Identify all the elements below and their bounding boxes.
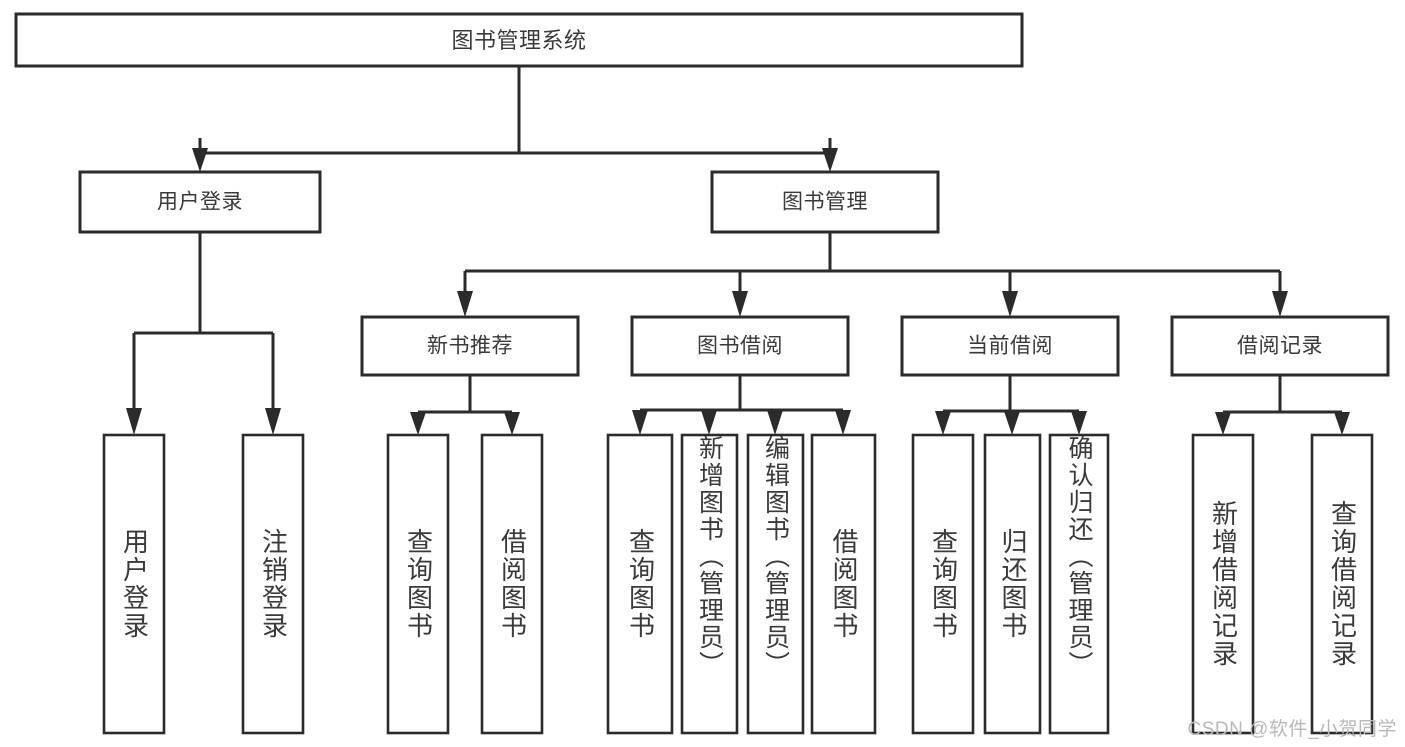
leaf-box-borrow-book-newbook[interactable]	[480, 433, 544, 735]
arrow-head-login-child-2	[265, 408, 281, 435]
arrow-head-login-child-1	[126, 408, 142, 435]
leaf-box-add-borrow-record[interactable]	[1191, 433, 1255, 735]
node-book-management[interactable]: 图书管理	[710, 170, 940, 234]
leaf-box-borrow-book[interactable]	[810, 433, 877, 735]
node-new-book-recommend[interactable]: 新书推荐	[360, 315, 580, 377]
leaf-box-return-book[interactable]	[983, 433, 1042, 735]
arrow-head-to-user-login	[192, 148, 208, 172]
leaf-box-edit-book-admin[interactable]	[746, 433, 805, 735]
node-borrow-record[interactable]: 借阅记录	[1170, 315, 1390, 377]
arrow-head-newbook-child-1	[410, 412, 426, 435]
arrow-head-borrow-child-4	[835, 410, 851, 435]
leaf-box-add-book-admin[interactable]	[680, 433, 739, 735]
arrow-head-borrow-child-2	[701, 410, 717, 435]
node-user-login-box	[78, 170, 322, 234]
node-book-borrow-label: 图书借阅	[697, 335, 783, 358]
arrow-head-to-current-borrow	[1002, 291, 1018, 317]
node-user-login-label: 用户登录	[157, 191, 243, 214]
node-new-book-recommend-box	[360, 315, 580, 377]
node-user-login[interactable]: 用户登录	[78, 170, 322, 234]
arrow-head-borrow-child-1	[632, 410, 648, 435]
node-book-borrow[interactable]: 图书借阅	[630, 315, 850, 377]
node-root-system[interactable]: 图书管理系统	[14, 12, 1024, 68]
node-borrow-record-box	[1170, 315, 1390, 377]
leaf-box-user-login[interactable]	[102, 433, 166, 735]
arrow-head-newbook-child-2	[504, 412, 520, 435]
node-borrow-record-label: 借阅记录	[1237, 335, 1323, 358]
csdn-watermark: CSDN @软件_小贺同学	[1187, 719, 1397, 740]
node-book-management-label: 图书管理	[782, 191, 868, 214]
node-current-borrow-box	[900, 315, 1120, 377]
arrow-head-to-new-book	[457, 291, 473, 317]
arrow-head-current-child-1	[935, 411, 951, 435]
arrow-head-current-child-2	[1004, 411, 1020, 435]
arrow-head-to-book-management	[822, 148, 838, 172]
node-current-borrow-label: 当前借阅	[967, 335, 1053, 358]
node-root-box	[14, 12, 1024, 68]
node-book-borrow-box	[630, 315, 850, 377]
arrow-head-to-book-borrow	[732, 291, 748, 317]
node-new-book-recommend-label: 新书推荐	[427, 335, 513, 358]
node-root-label: 图书管理系统	[451, 28, 586, 53]
arrow-head-to-borrow-record	[1272, 291, 1288, 317]
arrow-head-current-child-3	[1071, 411, 1087, 435]
node-current-borrow[interactable]: 当前借阅	[900, 315, 1120, 377]
connector-layer	[126, 66, 1350, 435]
arrow-head-record-child-2	[1334, 412, 1350, 435]
leaf-box-query-book-newbook[interactable]	[386, 433, 450, 735]
leaf-box-logout[interactable]	[241, 433, 305, 735]
arrow-head-borrow-child-3	[767, 410, 783, 435]
leaf-box-layer	[102, 433, 1374, 735]
arrow-head-record-child-1	[1215, 412, 1231, 435]
leaf-box-query-book-current[interactable]	[911, 433, 975, 735]
node-book-management-box	[710, 170, 940, 234]
leaf-box-confirm-return-admin[interactable]	[1048, 433, 1110, 735]
leaf-box-query-borrow-record[interactable]	[1310, 433, 1374, 735]
leaf-box-query-book-borrow[interactable]	[606, 433, 674, 735]
